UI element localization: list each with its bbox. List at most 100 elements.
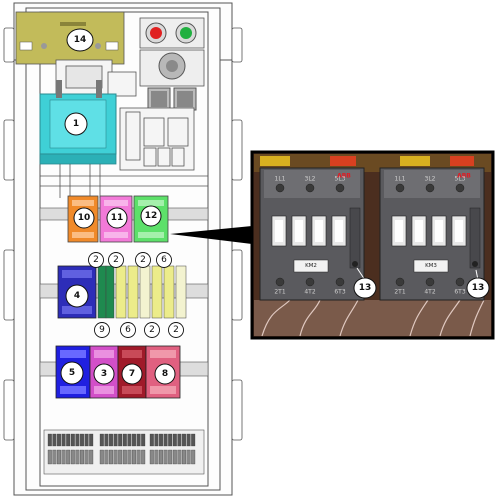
terminal-cell bbox=[104, 449, 109, 465]
contact-slot-face bbox=[315, 220, 323, 242]
callout-3-label: 3 bbox=[101, 369, 107, 379]
terminal-callout: 2 bbox=[108, 252, 124, 268]
screw-icon bbox=[395, 183, 405, 193]
terminal-callout: 6 bbox=[120, 322, 136, 338]
terminal-cell bbox=[163, 433, 168, 447]
terminal-cell bbox=[57, 433, 61, 447]
callout-4-label: 4 bbox=[74, 291, 80, 301]
callout-4: 4 bbox=[65, 284, 89, 308]
aux-screw-icon bbox=[472, 261, 478, 267]
terminal-cell bbox=[127, 433, 132, 447]
callout-3: 3 bbox=[93, 363, 115, 385]
indicator-lamps bbox=[139, 17, 205, 49]
screw-icon bbox=[395, 277, 405, 287]
terminal-bottom-label: 4T2 bbox=[424, 289, 435, 296]
terminal-cell bbox=[47, 433, 52, 447]
callout-7: 7 bbox=[121, 363, 143, 385]
terminal-cell bbox=[168, 433, 173, 447]
callout-10-label: 10 bbox=[78, 213, 91, 223]
contact-slot-face bbox=[455, 220, 463, 242]
terminal-callout-label: 6 bbox=[125, 325, 131, 335]
terminal-cell bbox=[122, 449, 127, 465]
terminal-cell bbox=[149, 433, 154, 447]
isolator-bracket bbox=[55, 59, 137, 97]
terminal-cell bbox=[89, 449, 94, 465]
terminal-cell bbox=[52, 449, 57, 465]
contact-slot-face bbox=[435, 220, 443, 242]
screw-icon bbox=[275, 183, 285, 193]
callout-10: 10 bbox=[73, 207, 95, 229]
cabinet-hinges bbox=[3, 27, 243, 441]
terminal-cell bbox=[52, 433, 57, 447]
terminal-cell bbox=[154, 449, 159, 465]
terminal-cell bbox=[66, 449, 71, 465]
terminal-cell bbox=[132, 449, 136, 465]
terminal-cell bbox=[132, 433, 136, 447]
callout-14: 14 bbox=[66, 28, 94, 52]
terminal-cell bbox=[141, 433, 146, 447]
brand-logo: ABB bbox=[457, 173, 471, 180]
callout-5-label: 5 bbox=[69, 368, 75, 378]
zoom-pointer bbox=[170, 226, 252, 244]
terminal-cell bbox=[163, 449, 168, 465]
terminal-top-label: 5L3 bbox=[455, 176, 466, 183]
terminal-cell bbox=[113, 449, 118, 465]
callout-12: 12 bbox=[140, 205, 162, 227]
bottom-terminals bbox=[47, 433, 196, 465]
terminal-cell bbox=[177, 433, 182, 447]
terminal-callout: 6 bbox=[156, 252, 172, 268]
contact-slot-face bbox=[395, 220, 403, 242]
terminal-cell bbox=[66, 433, 71, 447]
terminal-callout: 2 bbox=[144, 322, 160, 338]
callout-12-label: 12 bbox=[145, 211, 158, 221]
terminal-cell bbox=[70, 449, 75, 465]
terminal-callout-label: 6 bbox=[161, 255, 167, 265]
terminal-callout-label: 2 bbox=[173, 325, 179, 335]
terminal-cell bbox=[191, 449, 196, 465]
terminal-cell bbox=[84, 433, 89, 447]
terminal-cell bbox=[109, 449, 113, 465]
terminal-callout-label: 9 bbox=[99, 325, 105, 335]
brand-logo: ABB bbox=[337, 173, 351, 180]
terminal-cell bbox=[122, 433, 127, 447]
terminal-blocks bbox=[97, 265, 187, 319]
cable-ducts bbox=[40, 164, 208, 198]
callout-11: 11 bbox=[106, 207, 128, 229]
callout-13-left-label: 13 bbox=[359, 283, 372, 293]
terminal-cell bbox=[104, 433, 109, 447]
contact-slot-face bbox=[275, 220, 283, 242]
terminal-top-label: 5L3 bbox=[335, 176, 346, 183]
contactor-block bbox=[119, 107, 195, 171]
terminal-top-label: 3L2 bbox=[305, 176, 316, 183]
terminal-cell bbox=[177, 449, 182, 465]
terminal-cell bbox=[191, 433, 196, 447]
terminal-cell bbox=[141, 449, 146, 465]
terminal-cell bbox=[113, 433, 118, 447]
terminal-cell bbox=[186, 449, 191, 465]
contact-slot-face bbox=[295, 220, 303, 242]
terminal-cell bbox=[186, 433, 191, 447]
screw-icon bbox=[305, 277, 315, 287]
aux-block bbox=[349, 207, 361, 269]
terminal-callout-label: 2 bbox=[113, 255, 119, 265]
terminal-cell bbox=[80, 449, 84, 465]
terminal-top-label: 3L2 bbox=[425, 176, 436, 183]
screw-icon bbox=[305, 183, 315, 193]
terminal-cell bbox=[172, 433, 177, 447]
terminal-bottom-label: 6T3 bbox=[334, 289, 345, 296]
terminal-cell bbox=[182, 433, 186, 447]
terminal-cell bbox=[182, 449, 186, 465]
terminal-bottom-label: 2T1 bbox=[394, 289, 405, 296]
screw-icon bbox=[455, 183, 465, 193]
contactor-label: KM2 bbox=[305, 263, 317, 269]
terminal-bottom-label: 2T1 bbox=[274, 289, 285, 296]
contact-slot-face bbox=[335, 220, 343, 242]
screw-icon bbox=[335, 183, 345, 193]
screw-icon bbox=[335, 277, 345, 287]
terminal-cell bbox=[61, 449, 66, 465]
callout-1: 1 bbox=[64, 112, 88, 136]
